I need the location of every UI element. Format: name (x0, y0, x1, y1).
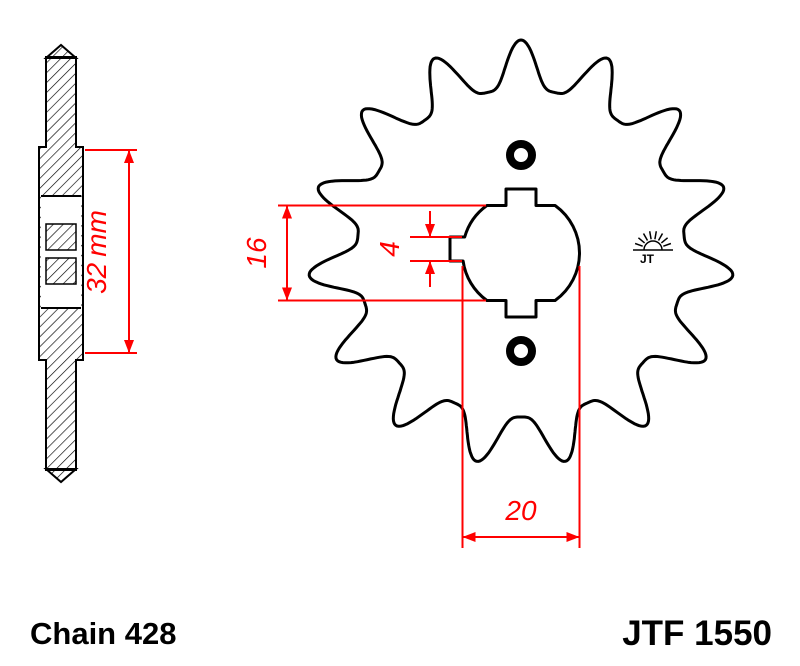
side-view-bore-window (41, 196, 81, 308)
jt-logo: JT (633, 231, 673, 266)
dim-16-text: 16 (241, 237, 272, 269)
dim-20-text: 20 (504, 495, 537, 526)
chain-size-label: Chain 428 (30, 616, 176, 651)
part-number-label: JTF 1550 (622, 614, 772, 653)
dimension-hub-width: 32mm (81, 149, 137, 354)
bolt-hole-bottom (506, 336, 536, 366)
dimension-across-flats: 16 (241, 204, 486, 302)
side-view (38, 43, 84, 484)
dimension-keyway: 4 (374, 211, 462, 287)
dim-20-arrow-left (462, 532, 476, 542)
dim-4-text: 4 (374, 241, 405, 257)
jt-logo-sun-arc (643, 240, 663, 251)
dim-16-arrow-down (282, 287, 292, 301)
spline-bore (448, 187, 581, 319)
dim-4-arrow-down (425, 224, 435, 237)
spline-key-upper (45, 223, 77, 251)
dim-20-arrow-right (566, 532, 580, 542)
dim-32-arrow-down (124, 340, 134, 353)
dim-32-arrow-up (124, 150, 134, 163)
dimension-bore: 20 (461, 266, 581, 548)
bolt-hole-top (506, 140, 536, 170)
dim-32-text: 32mm (81, 210, 112, 294)
spline-key-lower (45, 257, 77, 285)
jt-logo-sun-rays (634, 231, 672, 247)
jt-logo-text: JT (640, 252, 655, 266)
dim-4-arrow-up (425, 261, 435, 274)
dim-16-arrow-up (282, 205, 292, 219)
front-view: JT (307, 38, 735, 463)
